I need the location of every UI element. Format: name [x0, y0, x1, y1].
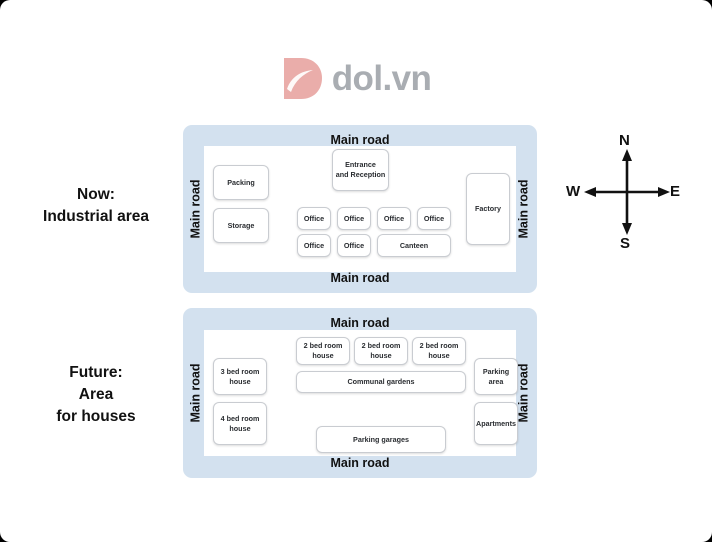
road-label-bottom: Main road	[330, 270, 390, 285]
plot-unit: Entrance and Reception	[332, 149, 389, 191]
compass-label-south: S	[620, 235, 631, 252]
plot-unit: 3 bed room house	[213, 358, 267, 395]
road-label-top: Main road	[330, 316, 390, 330]
plot-unit: Office	[377, 207, 411, 230]
plot-unit: Parking garages	[316, 426, 446, 453]
road-label-left-text: Main road	[189, 363, 204, 423]
plot-unit: 2 bed room house	[412, 337, 466, 365]
road-label-top: Main road	[330, 133, 390, 147]
road-label-left-text: Main road	[189, 179, 204, 239]
compass-cross-icon	[584, 149, 670, 235]
plot-unit: 4 bed room house	[213, 402, 267, 445]
plot-unit: Parking area	[474, 358, 518, 395]
site-plan-future: Main road Main road Main road Main road …	[183, 308, 537, 478]
road-label-right: Main road	[514, 308, 534, 478]
plot-unit: Office	[337, 207, 371, 230]
plot-unit: Communal gardens	[296, 371, 466, 393]
caption-future: Future: Area for houses	[56, 364, 136, 425]
plot-unit: Apartments	[474, 402, 518, 445]
road-label-left: Main road	[186, 125, 206, 293]
dol-leaf-logo-icon	[283, 58, 322, 99]
plot-unit: Packing	[213, 165, 269, 200]
caption-now: Now: Industrial area	[43, 186, 149, 225]
plot-unit: 2 bed room house	[354, 337, 408, 365]
road-label-right-text: Main road	[517, 363, 532, 423]
road-label-right: Main road	[514, 125, 534, 293]
compass-rose: N S W E	[556, 128, 698, 256]
plot-unit: Canteen	[377, 234, 451, 257]
site-plan-now: Main road Main road Main road Main road …	[183, 125, 537, 293]
plot-unit: Storage	[213, 208, 269, 243]
plot-unit: 2 bed room house	[296, 337, 350, 365]
logo-text: dol.vn	[331, 58, 432, 98]
brand-logo: dol.vn	[0, 50, 712, 106]
compass-label-north: N	[619, 132, 630, 149]
plot-unit: Office	[297, 234, 331, 257]
plot-unit: Office	[337, 234, 371, 257]
plot-area-future: 3 bed room house 4 bed room house 2 bed ro…	[204, 330, 518, 456]
plot-unit: Office	[417, 207, 451, 230]
road-label-bottom: Main road	[330, 455, 390, 470]
road-label-right-text: Main road	[517, 179, 532, 239]
plot-unit: Factory	[466, 173, 510, 245]
plot-unit: Office	[297, 207, 331, 230]
compass-label-west: W	[566, 183, 581, 200]
compass-label-east: E	[670, 183, 681, 200]
road-label-left: Main road	[186, 308, 206, 478]
